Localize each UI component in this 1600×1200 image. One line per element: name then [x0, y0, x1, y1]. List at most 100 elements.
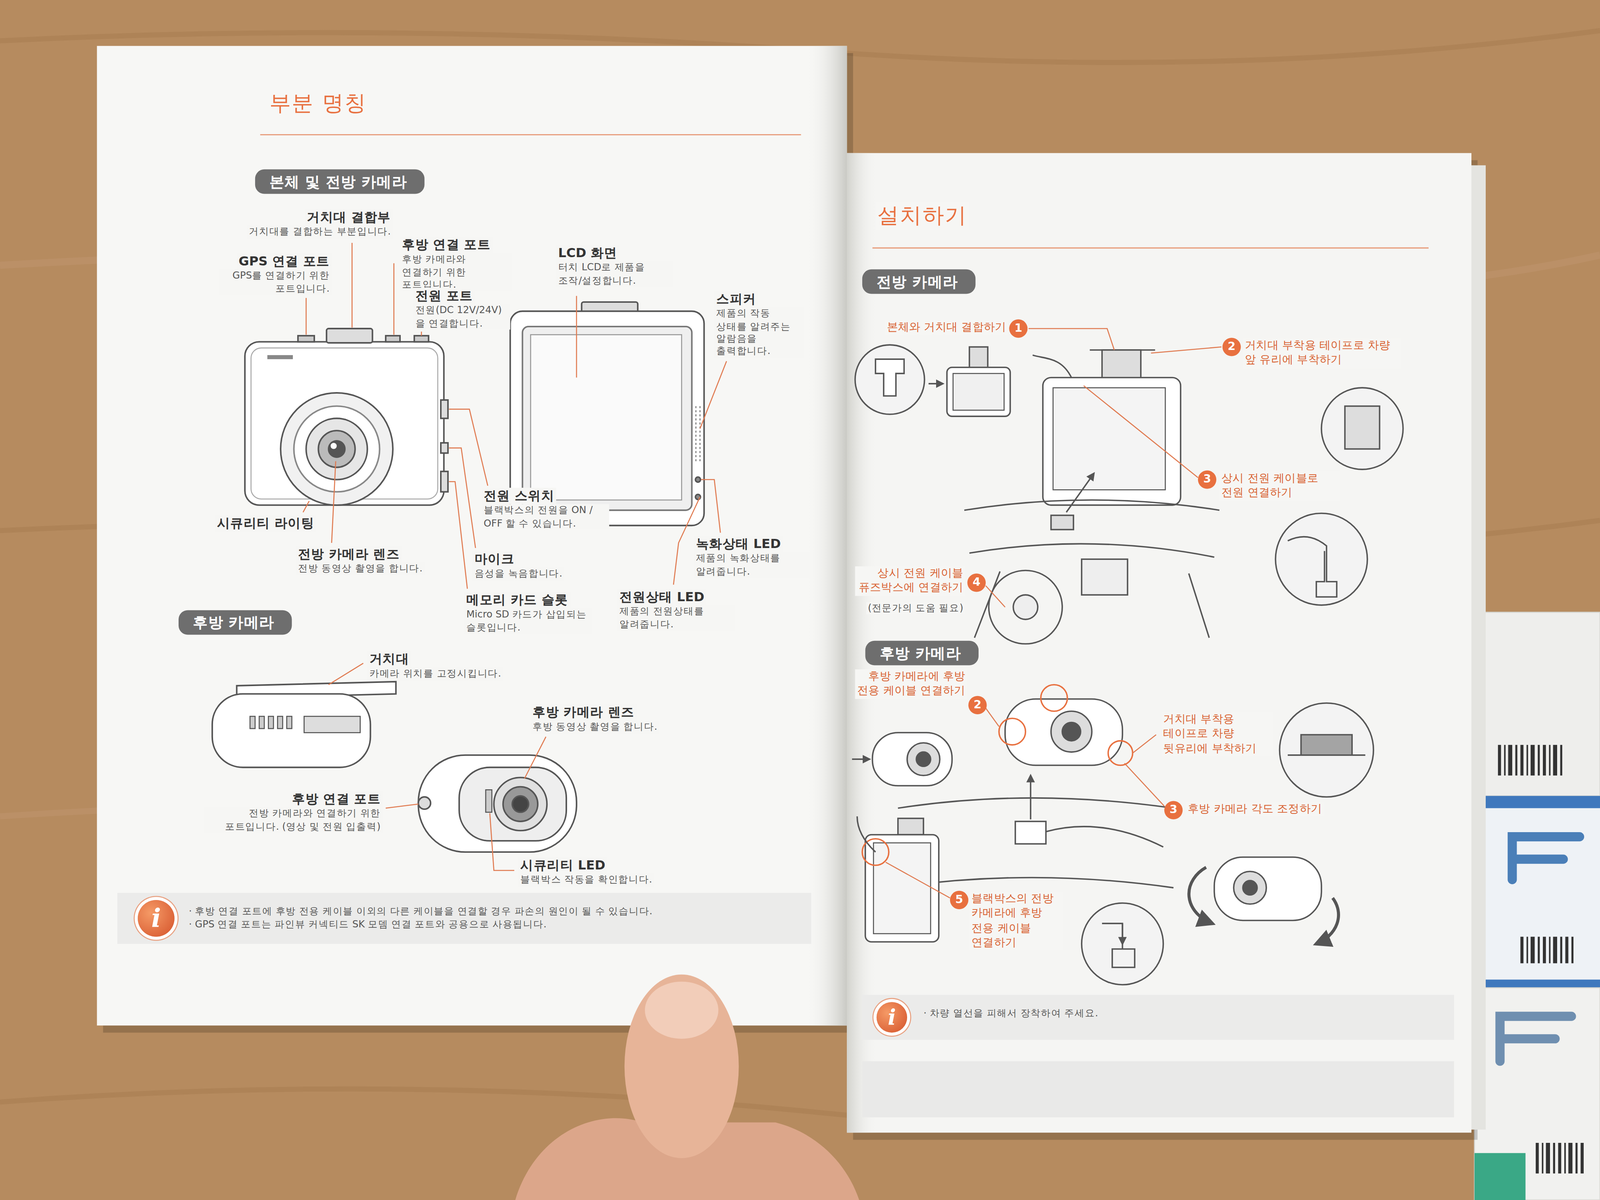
product-cards: [1498, 744, 1563, 776]
install-rear-drawing: [916, 751, 931, 767]
section-tag-text: 후방 카메라: [879, 644, 965, 663]
install-rear-drawing: [898, 798, 1174, 809]
callout-number-text: 3: [1164, 801, 1183, 820]
label-group: 거치대카메라 위치를 고정시킵니다.: [367, 651, 531, 681]
part-name: LCD 화면: [555, 244, 620, 262]
front-camera-drawing: [294, 405, 380, 492]
product-cards: [1537, 936, 1540, 964]
product-cards: [1520, 744, 1524, 776]
install-rear-drawing: [1233, 871, 1267, 904]
section-tag: 후방 카메라: [865, 640, 979, 666]
booklet: [1471, 165, 1486, 1130]
rear-mount-drawing: [277, 716, 283, 729]
part-description: 거치대를 결합하는 부분입니다.: [246, 225, 393, 239]
label-group: 전원상태 LED제품의 전원상태를 알려줍니다.: [617, 588, 735, 631]
install-rear-drawing: [1242, 880, 1258, 895]
part-description: Micro SD 카드가 삽입되는 슬롯입니다.: [464, 608, 592, 634]
leader-line: [448, 448, 476, 549]
product-cards: [1541, 1142, 1544, 1174]
rear-mount-drawing: [303, 716, 360, 733]
install-rear-drawing: [1108, 740, 1133, 766]
leader-line: [985, 708, 999, 727]
leader-line: [1028, 328, 1115, 350]
label-group: 후방 연결 포트전방 카메라와 연결하기 위한 포트입니다. (영상 및 전원 …: [203, 790, 383, 833]
install-front-drawing: [946, 367, 1010, 417]
install-rear-drawing: [1005, 698, 1123, 766]
label-group: 마이크음성을 녹음합니다.: [472, 551, 596, 581]
front-camera-drawing: [440, 442, 449, 454]
section-tag-text: 전방 카메라: [876, 272, 962, 292]
step-text: 블랙박스의 전방 카메라에 후방 전용 케이블 연결하기: [969, 891, 1064, 950]
header-rule: [260, 134, 1429, 248]
install-front-drawing: [1051, 515, 1074, 530]
part-name: 후방 카메라 렌즈: [530, 703, 637, 721]
install-front-drawing: [1101, 350, 1141, 379]
install-rear-drawing: [1121, 923, 1124, 944]
label-group: (전문가의 도움 필요): [855, 601, 966, 615]
install-front-drawing: [988, 570, 1063, 644]
install-rear-drawing: [1040, 684, 1068, 712]
callout-number-text: 5: [950, 890, 969, 910]
label-group: 상시 전원 케이블 퓨즈박스에 연결하기: [855, 566, 966, 596]
lcd-body-drawing: [696, 405, 700, 462]
install-front-drawing: [1344, 405, 1380, 449]
leader-line: [700, 361, 727, 429]
label-group: 전원 포트전원(DC 12V/24V)을 연결합니다.: [413, 287, 510, 330]
front-camera-drawing: [440, 471, 449, 492]
callout-number: 2: [1222, 337, 1241, 356]
leader-line: [305, 298, 307, 335]
rear-camera-drawing: [503, 786, 538, 822]
product-cards: [1474, 987, 1600, 1200]
front-camera-drawing: [251, 348, 439, 500]
install-front-drawing: [964, 500, 1220, 511]
booklet: [96, 46, 847, 1026]
product-cards: [1481, 612, 1600, 797]
install-rear-drawing: [1051, 711, 1093, 752]
rear-camera-drawing: [418, 755, 577, 852]
front-camera-drawing: [326, 328, 373, 343]
product-cards: [1498, 744, 1502, 776]
install-rear-drawing: [857, 816, 876, 852]
leader-line: [448, 481, 468, 589]
product-cards: [1530, 936, 1535, 964]
hand: [624, 974, 739, 1159]
leader-line: [1132, 734, 1156, 753]
section-tag: 본체 및 전방 카메라: [255, 169, 425, 195]
booklet: [862, 1061, 1454, 1118]
leader-line: [985, 585, 1006, 608]
rear-mount-drawing: [250, 716, 256, 729]
product-cards: [1560, 744, 1563, 776]
install-rear-drawing: [907, 742, 940, 776]
info-icon: i: [137, 900, 175, 937]
product-cards: [1500, 1016, 1572, 1062]
install-rear-drawing: [1101, 923, 1135, 968]
rear-camera-drawing: [418, 796, 431, 810]
leader-line: [1124, 763, 1165, 806]
install-rear-drawing: [1214, 857, 1322, 921]
label-group: 전방 카메라 렌즈전방 동영상 촬영을 합니다.: [296, 546, 450, 576]
install-rear-drawing: [873, 842, 931, 934]
install-front-drawing: [928, 382, 943, 385]
info-box-text: · GPS 연결 포트는 파인뷰 커넥티드 SK 모뎀 연결 포트와 공용으로 …: [188, 918, 795, 932]
install-front-drawing: [1275, 513, 1368, 605]
rear-camera-drawing: [459, 767, 567, 841]
label-group: 본체와 거치대 결합하기: [872, 320, 1009, 335]
product-cards: [1560, 936, 1563, 964]
leader-line: [328, 663, 364, 685]
part-name: 마이크: [472, 551, 517, 568]
leader-line: [421, 331, 423, 336]
label-group: 후방 카메라 렌즈후방 동영상 촬영을 합니다.: [530, 703, 684, 734]
install-rear-drawing: [1081, 903, 1164, 985]
header-rule: [872, 247, 1429, 249]
callout-number: 5: [950, 890, 969, 910]
install-rear-drawing: [1015, 821, 1047, 845]
label-group: 후방 카메라에 후방 전용 케이블 연결하기: [855, 669, 968, 699]
product-cards: [1503, 744, 1506, 776]
callout-number: 2: [968, 696, 987, 715]
label-group: 거치대 부착용 테이프로 차량 앞 유리에 부착하기: [1242, 338, 1402, 369]
part-description: 후방 동영상 촬영을 합니다.: [530, 720, 660, 734]
callout-number-text: 1: [1009, 319, 1028, 338]
part-description: 음성을 녹음합니다.: [472, 567, 565, 581]
